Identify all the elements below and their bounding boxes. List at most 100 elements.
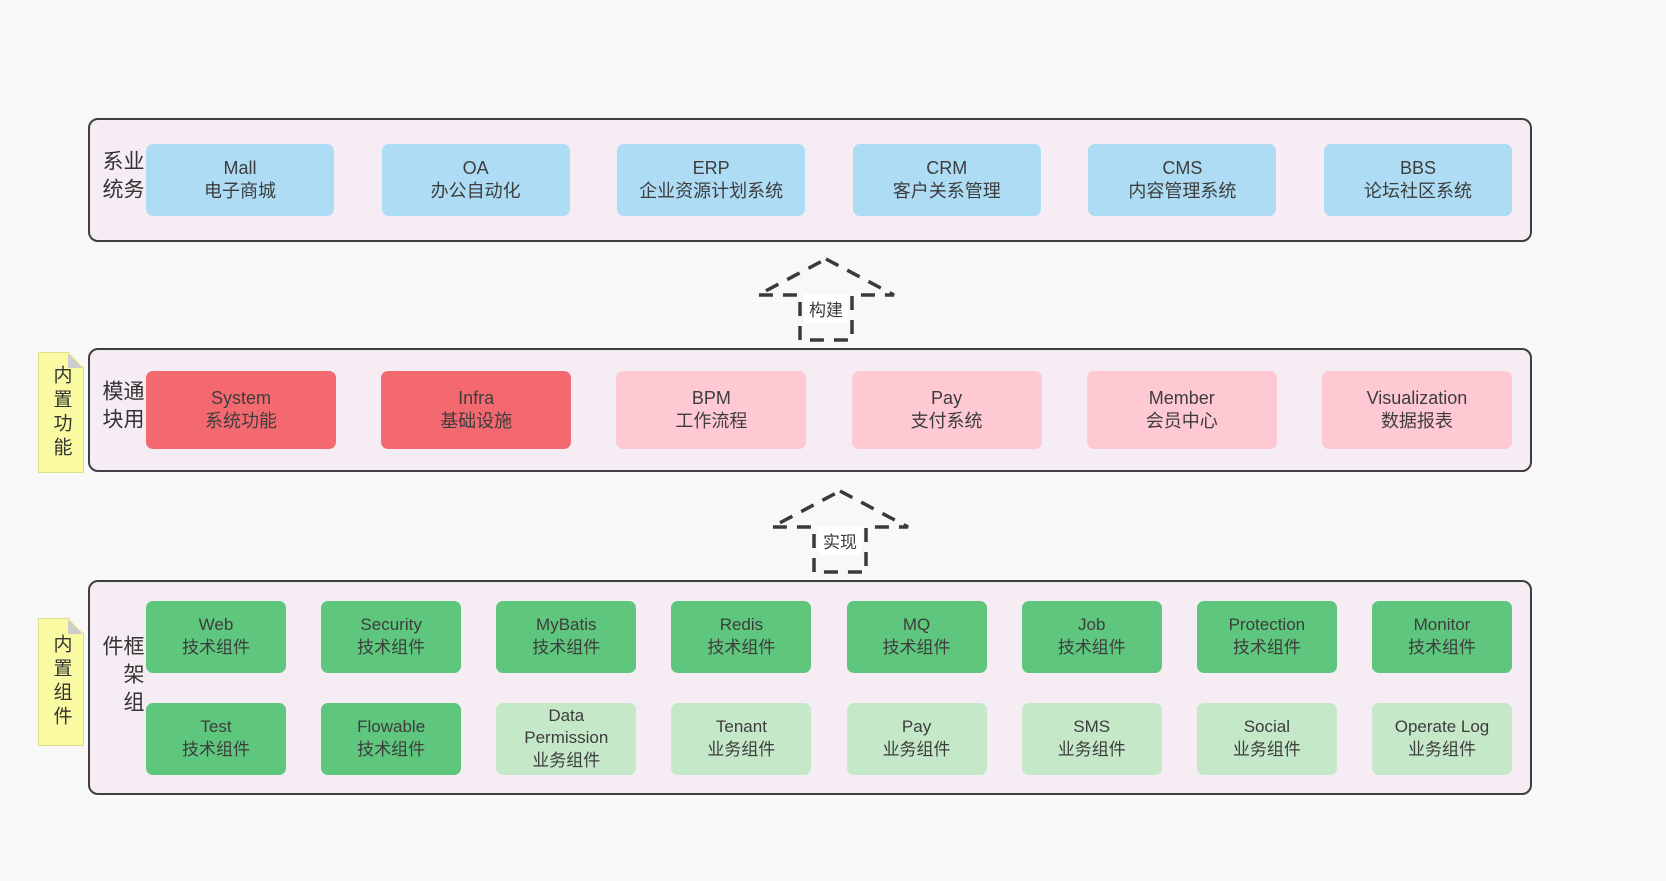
box-subtitle: 系统功能	[205, 411, 277, 431]
box-title: BBS	[1399, 157, 1436, 178]
box-protection: Protection 技术组件	[1196, 600, 1337, 673]
box-infra: Infra 基础设施	[381, 371, 572, 449]
box-subtitle: 基础设施	[440, 411, 513, 431]
box-member: Member 会员中心	[1086, 371, 1277, 449]
box-subtitle: 技术组件	[882, 637, 951, 657]
box-test: Test 技术组件	[146, 702, 286, 775]
box-title: Test	[200, 717, 232, 737]
box-subtitle: 会员中心	[1145, 411, 1218, 431]
box-subtitle: 技术组件	[532, 637, 601, 657]
sticky-built-in-features: 内置功能	[38, 352, 84, 473]
box-subtitle: 论坛社区系统	[1363, 181, 1472, 201]
layer-business-systems: 业务系统 Mall 电子商城 OA 办公自动化 ERP 企业资源计划系统 CRM…	[88, 118, 1532, 242]
box-title: Web	[198, 615, 234, 635]
box-title: OA	[462, 157, 489, 178]
box-title: MQ	[902, 615, 931, 635]
box-title: Data Permission	[524, 706, 609, 748]
layer-framework-components: 框架组件 Web 技术组件 Security 技术组件 MyBatis 技术组件…	[88, 580, 1532, 795]
folded-corner-icon	[68, 619, 83, 634]
box-title: BPM	[691, 387, 731, 408]
box-title: Protection	[1228, 615, 1306, 635]
box-crm: CRM 客户关系管理	[852, 144, 1041, 216]
box-tenant: Tenant 业务组件	[671, 702, 812, 775]
arrow-build-label: 构建	[804, 294, 848, 323]
box-social: Social 业务组件	[1196, 702, 1337, 775]
box-pay-component: Pay 业务组件	[846, 702, 987, 775]
box-bpm: BPM 工作流程	[616, 371, 807, 449]
box-title: CRM	[926, 157, 968, 178]
box-subtitle: 技术组件	[1407, 637, 1476, 657]
box-system: System 系统功能	[146, 371, 336, 449]
arrow-build: 构建	[756, 256, 896, 342]
box-erp: ERP 企业资源计划系统	[617, 144, 806, 216]
box-title: Flowable	[357, 717, 426, 737]
folded-corner-icon	[68, 353, 83, 368]
business-row: Mall 电子商城 OA 办公自动化 ERP 企业资源计划系统 CRM 客户关系…	[146, 144, 1512, 216]
sticky-label: 内置组件	[50, 634, 72, 730]
framework-boxes-area: Web 技术组件 Security 技术组件 MyBatis 技术组件 Redi…	[146, 582, 1512, 793]
box-sms: SMS 业务组件	[1021, 702, 1162, 775]
layer-label-business-systems: 业务系统	[100, 150, 144, 206]
box-subtitle: 技术组件	[182, 637, 250, 657]
box-subtitle: 企业资源计划系统	[639, 181, 784, 201]
common-row: System 系统功能 Infra 基础设施 BPM 工作流程 Pay 支付系统…	[146, 371, 1512, 449]
box-title: Mall	[223, 157, 257, 178]
box-redis: Redis 技术组件	[671, 600, 812, 673]
box-subtitle: 客户关系管理	[892, 181, 1001, 201]
box-subtitle: 技术组件	[357, 637, 426, 657]
box-title: Security	[360, 615, 422, 635]
box-cms: CMS 内容管理系统	[1088, 144, 1277, 216]
framework-row-2: Test 技术组件 Flowable 技术组件 Data Permission …	[146, 702, 1512, 775]
box-flowable: Flowable 技术组件	[321, 702, 462, 775]
box-subtitle: 业务组件	[1407, 739, 1476, 759]
box-subtitle: 技术组件	[1232, 637, 1301, 657]
up-arrow-icon	[771, 489, 909, 574]
box-title: Visualization	[1366, 387, 1468, 408]
box-subtitle: 业务组件	[882, 739, 951, 759]
box-subtitle: 数据报表	[1380, 411, 1453, 431]
layer-label-framework-components: 框架组件	[100, 634, 144, 719]
box-subtitle: 业务组件	[1232, 739, 1301, 759]
box-mybatis: MyBatis 技术组件	[496, 600, 637, 673]
box-title: Infra	[458, 387, 495, 408]
layer-label-common-modules: 通用模块	[100, 380, 144, 436]
box-title: Job	[1077, 615, 1106, 635]
box-pay-module: Pay 支付系统	[851, 371, 1042, 449]
box-title: Social	[1243, 717, 1290, 737]
sticky-built-in-components: 内置组件	[38, 618, 84, 746]
box-title: Member	[1148, 387, 1215, 408]
box-subtitle: 技术组件	[707, 637, 776, 657]
layer-common-modules: 通用模块 System 系统功能 Infra 基础设施 BPM 工作流程 Pay…	[88, 348, 1532, 472]
box-subtitle: 支付系统	[910, 411, 983, 431]
box-oa: OA 办公自动化	[381, 144, 570, 216]
box-title: MyBatis	[536, 615, 597, 635]
box-mq: MQ 技术组件	[846, 600, 987, 673]
box-subtitle: 技术组件	[357, 739, 426, 759]
box-title: Pay	[931, 387, 963, 408]
box-subtitle: 内容管理系统	[1128, 181, 1237, 201]
business-boxes-area: Mall 电子商城 OA 办公自动化 ERP 企业资源计划系统 CRM 客户关系…	[146, 120, 1512, 240]
sticky-label: 内置功能	[50, 364, 72, 461]
box-subtitle: 业务组件	[707, 739, 776, 759]
box-operate-log: Operate Log 业务组件	[1371, 702, 1512, 775]
box-title: ERP	[692, 157, 730, 178]
box-subtitle: 技术组件	[182, 739, 250, 759]
arrow-implement: 实现	[770, 488, 910, 574]
box-title: Monitor	[1413, 615, 1471, 635]
box-title: CMS	[1162, 157, 1203, 178]
box-title: Operate Log	[1394, 717, 1490, 737]
box-visualization: Visualization 数据报表	[1321, 371, 1512, 449]
box-subtitle: 业务组件	[1057, 739, 1126, 759]
box-title: Redis	[719, 615, 764, 635]
box-title: Tenant	[715, 717, 767, 737]
framework-row-1: Web 技术组件 Security 技术组件 MyBatis 技术组件 Redi…	[146, 600, 1512, 673]
box-subtitle: 电子商城	[204, 181, 276, 201]
box-monitor: Monitor 技术组件	[1371, 600, 1512, 673]
box-title: System	[210, 387, 271, 408]
box-subtitle: 技术组件	[1057, 637, 1126, 657]
box-data-permission: Data Permission 业务组件	[496, 702, 637, 775]
box-job: Job 技术组件	[1021, 600, 1162, 673]
common-boxes-area: System 系统功能 Infra 基础设施 BPM 工作流程 Pay 支付系统…	[146, 350, 1512, 470]
box-web: Web 技术组件	[146, 600, 286, 673]
box-mall: Mall 电子商城	[146, 144, 334, 216]
